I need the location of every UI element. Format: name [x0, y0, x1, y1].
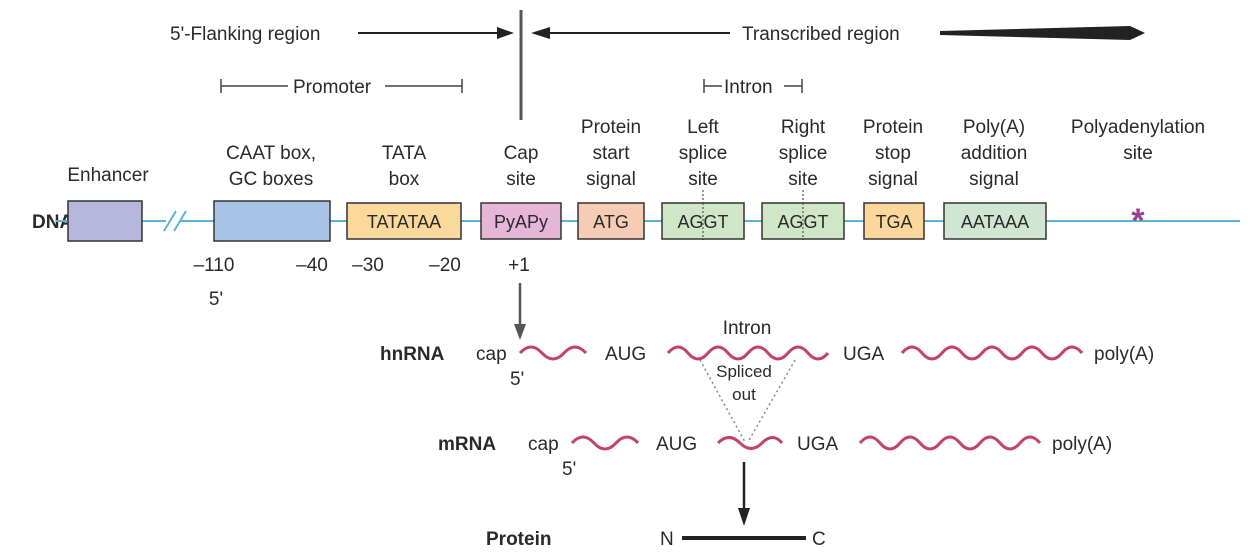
mrna-polya: poly(A) — [1052, 434, 1112, 455]
hnrna-intron-wave — [666, 345, 830, 361]
protein-n-terminus: N — [660, 529, 674, 550]
right-splice-label-line2: splice — [779, 143, 828, 164]
hnrna-aug: AUG — [605, 344, 646, 365]
transcription-arrow-head — [514, 324, 526, 340]
dna-label: DNA — [32, 212, 73, 233]
hnrna-intron-label: Intron — [723, 318, 772, 339]
tata-label-line1: TATA — [382, 143, 427, 164]
atg-sequence: ATG — [593, 212, 629, 232]
protein-label: Protein — [486, 529, 551, 550]
mrna-label: mRNA — [438, 434, 496, 455]
left-splice-label-line3: site — [688, 169, 718, 190]
protein-stop-label-line3: signal — [868, 169, 918, 190]
translation-arrow-head — [738, 508, 750, 526]
spliced-out-label-line2: out — [732, 385, 756, 404]
hnrna-exon1-wave — [518, 345, 588, 361]
dna-break-mark-2 — [173, 210, 187, 232]
position-minus-110: –110 — [194, 255, 235, 276]
polya-signal-label-line3: signal — [969, 169, 1019, 190]
polyadenylation-label-line2: site — [1123, 143, 1153, 164]
flanking-arrow-head — [497, 27, 514, 39]
right-splice-sequence: AGGT — [777, 212, 828, 232]
promoter-label: Promoter — [293, 77, 372, 98]
position-plus-1: +1 — [508, 255, 530, 276]
transcribed-arrow-wedge — [940, 26, 1145, 40]
cap-site-label-line2: site — [506, 169, 536, 190]
protein-stop-label-line1: Protein — [863, 117, 923, 138]
tga-sequence: TGA — [875, 212, 912, 232]
enhancer-box — [67, 200, 143, 242]
protein-start-label-line3: signal — [586, 169, 636, 190]
mrna-uga: UGA — [797, 434, 839, 455]
tata-box — [346, 202, 462, 240]
mrna-junction-wave — [716, 436, 784, 450]
position-minus-20: –20 — [429, 255, 461, 276]
cap-site-box — [480, 202, 562, 240]
polya-signal-label-line1: Poly(A) — [963, 117, 1025, 138]
hnrna-five-prime: 5' — [510, 369, 524, 390]
hnrna-cap: cap — [476, 344, 507, 365]
caat-label-line2: GC boxes — [229, 169, 313, 190]
protein-c-terminus: C — [812, 529, 826, 550]
left-splice-label-line1: Left — [687, 117, 719, 138]
polyadenylation-label-line1: Polyadenylation — [1071, 117, 1205, 138]
mrna-exon2-wave — [858, 435, 1042, 451]
atg-box — [577, 202, 645, 240]
tata-box-sequence: TATATAA — [367, 212, 441, 232]
position-minus-40: –40 — [296, 255, 328, 276]
mrna-five-prime: 5' — [562, 459, 576, 480]
mrna-cap: cap — [528, 434, 559, 455]
hnrna-label: hnRNA — [380, 344, 445, 365]
tata-label-line2: box — [389, 169, 420, 190]
splice-line-left — [699, 359, 746, 443]
cap-site-sequence: PyAPy — [494, 212, 548, 232]
caat-box — [213, 200, 331, 242]
tga-box — [863, 202, 925, 240]
position-minus-30: –30 — [352, 255, 384, 276]
mrna-aug: AUG — [656, 434, 697, 455]
aataaa-sequence: AATAAA — [961, 212, 1029, 232]
protein-stop-label-line2: stop — [875, 143, 911, 164]
right-splice-label-line1: Right — [781, 117, 826, 138]
dna-five-prime: 5' — [209, 289, 223, 310]
transcribed-region-label: Transcribed region — [742, 24, 900, 45]
polya-signal-label-line2: addition — [961, 143, 1028, 164]
splice-line-right — [747, 359, 796, 443]
aataaa-box — [943, 202, 1047, 240]
protein-start-label-line2: start — [593, 143, 631, 164]
right-splice-label-line3: site — [788, 169, 818, 190]
left-splice-label-line2: splice — [679, 143, 728, 164]
caat-label-line1: CAAT box, — [226, 143, 316, 164]
polyadenylation-star: * — [1131, 202, 1145, 240]
intron-bracket-label: Intron — [724, 77, 773, 98]
hnrna-exon2-wave — [900, 345, 1084, 361]
protein-start-label-line1: Protein — [581, 117, 641, 138]
enhancer-label: Enhancer — [67, 165, 149, 186]
transcribed-arrow-head — [531, 27, 550, 39]
mrna-exon1-wave — [570, 435, 640, 451]
dna-break-mark-1 — [163, 210, 177, 232]
flanking-region-label: 5'-Flanking region — [170, 24, 320, 45]
cap-site-label-line1: Cap — [504, 143, 539, 164]
left-splice-sequence: AGGT — [677, 212, 728, 232]
hnrna-polya: poly(A) — [1094, 344, 1154, 365]
hnrna-uga: UGA — [843, 344, 885, 365]
spliced-out-label-line1: Spliced — [716, 362, 772, 381]
